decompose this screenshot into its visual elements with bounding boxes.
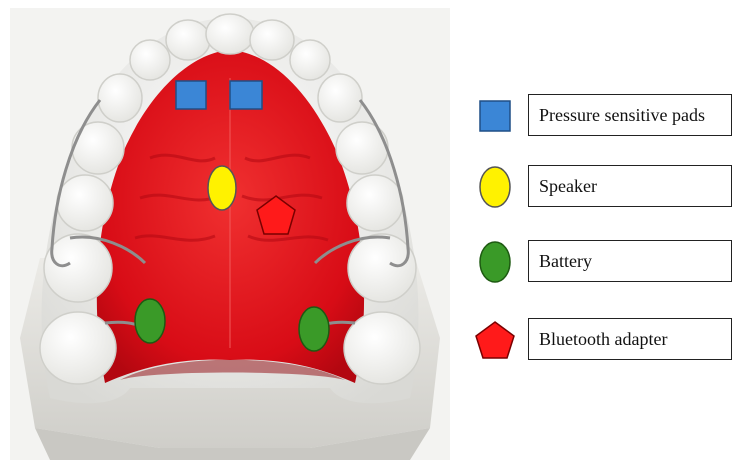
- speaker-marker: [208, 166, 236, 210]
- battery-left-marker: [135, 299, 165, 343]
- pressure-pad-left-marker: [176, 81, 206, 109]
- legend-item-battery: Battery: [470, 240, 732, 284]
- legend-label-bluetooth: Bluetooth adapter: [528, 318, 732, 360]
- legend-label-battery: Battery: [528, 240, 732, 282]
- legend-label-pressure-pads: Pressure sensitive pads: [528, 94, 732, 136]
- legend-item-speaker: Speaker: [470, 165, 732, 209]
- legend-item-pressure-pads: Pressure sensitive pads: [470, 94, 732, 138]
- pressure-pad-right-marker: [230, 81, 262, 109]
- battery-right-marker: [299, 307, 329, 351]
- blue-square-icon: [470, 94, 520, 138]
- yellow-circle-icon: [470, 165, 520, 209]
- legend-item-bluetooth: Bluetooth adapter: [470, 318, 732, 362]
- legend-label-speaker: Speaker: [528, 165, 732, 207]
- retainer-diagram: [10, 8, 450, 460]
- green-circle-icon: [470, 240, 520, 284]
- red-pentagon-icon: [470, 318, 520, 362]
